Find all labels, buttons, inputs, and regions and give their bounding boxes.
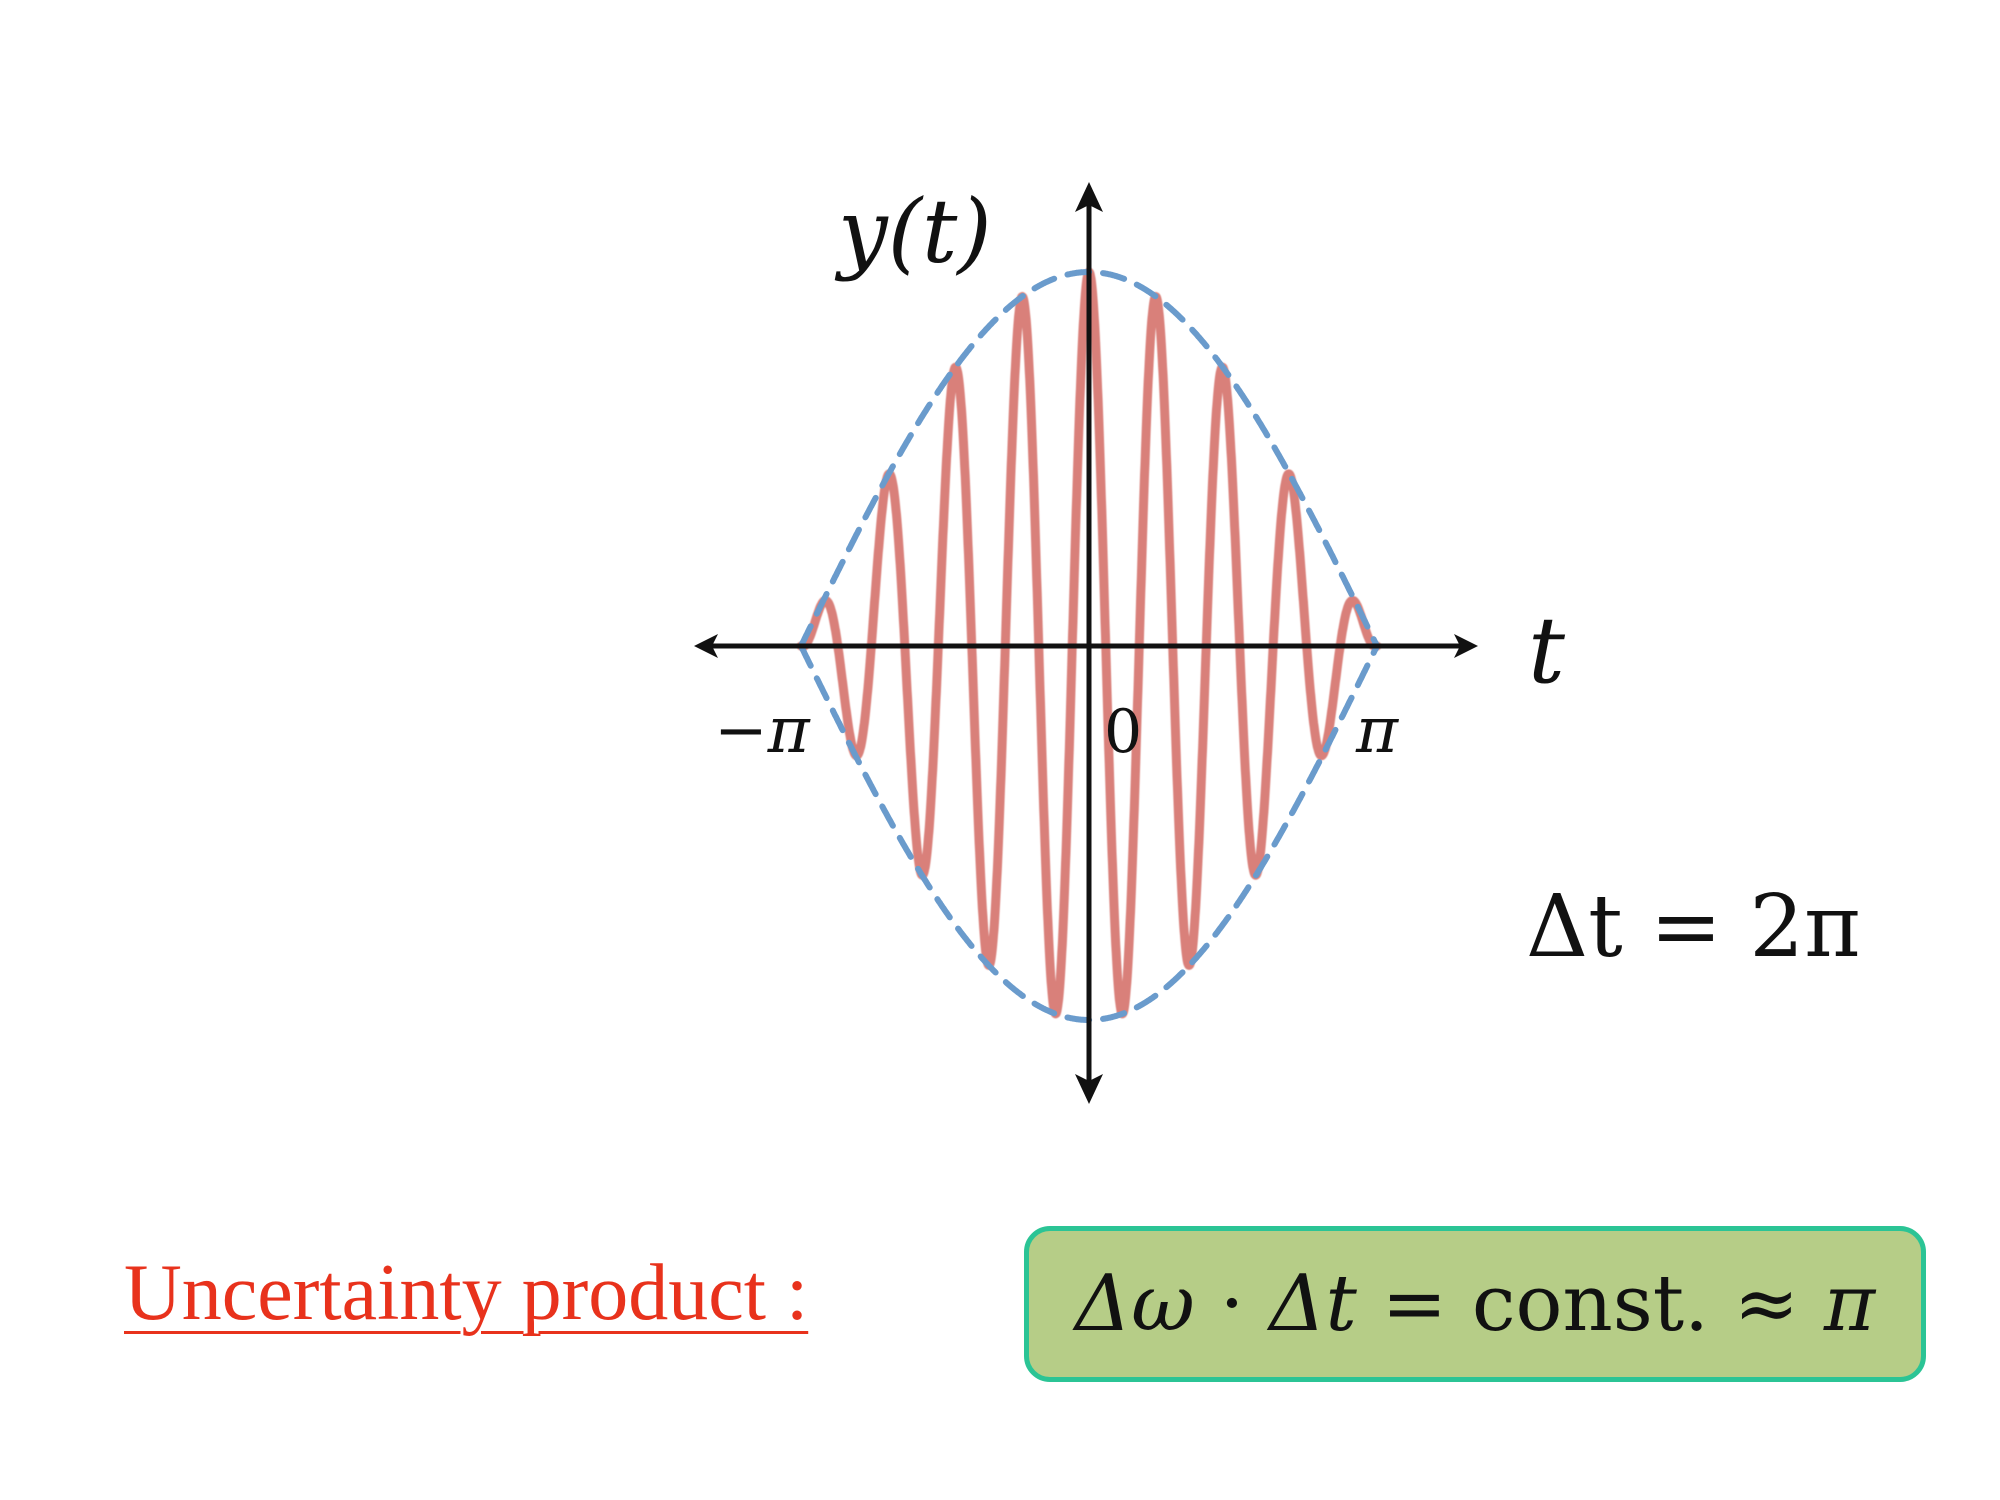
t-axis-label: t [1528, 597, 1566, 704]
t-axis-arrow-right [1454, 634, 1478, 658]
uncertainty-product-label: Uncertainty product : [124, 1249, 809, 1337]
formula-equals-const: = const. ≈ [1356, 1259, 1824, 1349]
formula-pi: π [1823, 1259, 1876, 1349]
y-axis-label: y(t) [834, 180, 992, 283]
y-axis-arrow-up [1075, 182, 1103, 212]
t-axis-arrow-left [694, 634, 718, 658]
formula-delta-t: Δt [1269, 1259, 1357, 1349]
tick-label-pi: π [1355, 694, 1399, 768]
uncertainty-formula: Δω · Δt = const. ≈ π [1075, 1259, 1875, 1349]
y-axis-arrow-down [1075, 1074, 1103, 1104]
formula-dot: · [1194, 1259, 1270, 1349]
formula-delta-omega: Δω [1074, 1259, 1195, 1349]
delta-t-equation: Δt = 2π [1526, 877, 1861, 977]
uncertainty-formula-box: Δω · Δt = const. ≈ π [1024, 1226, 1926, 1382]
tick-label-zero: 0 [1104, 697, 1142, 767]
tick-label-minus-pi: −π [714, 694, 811, 768]
